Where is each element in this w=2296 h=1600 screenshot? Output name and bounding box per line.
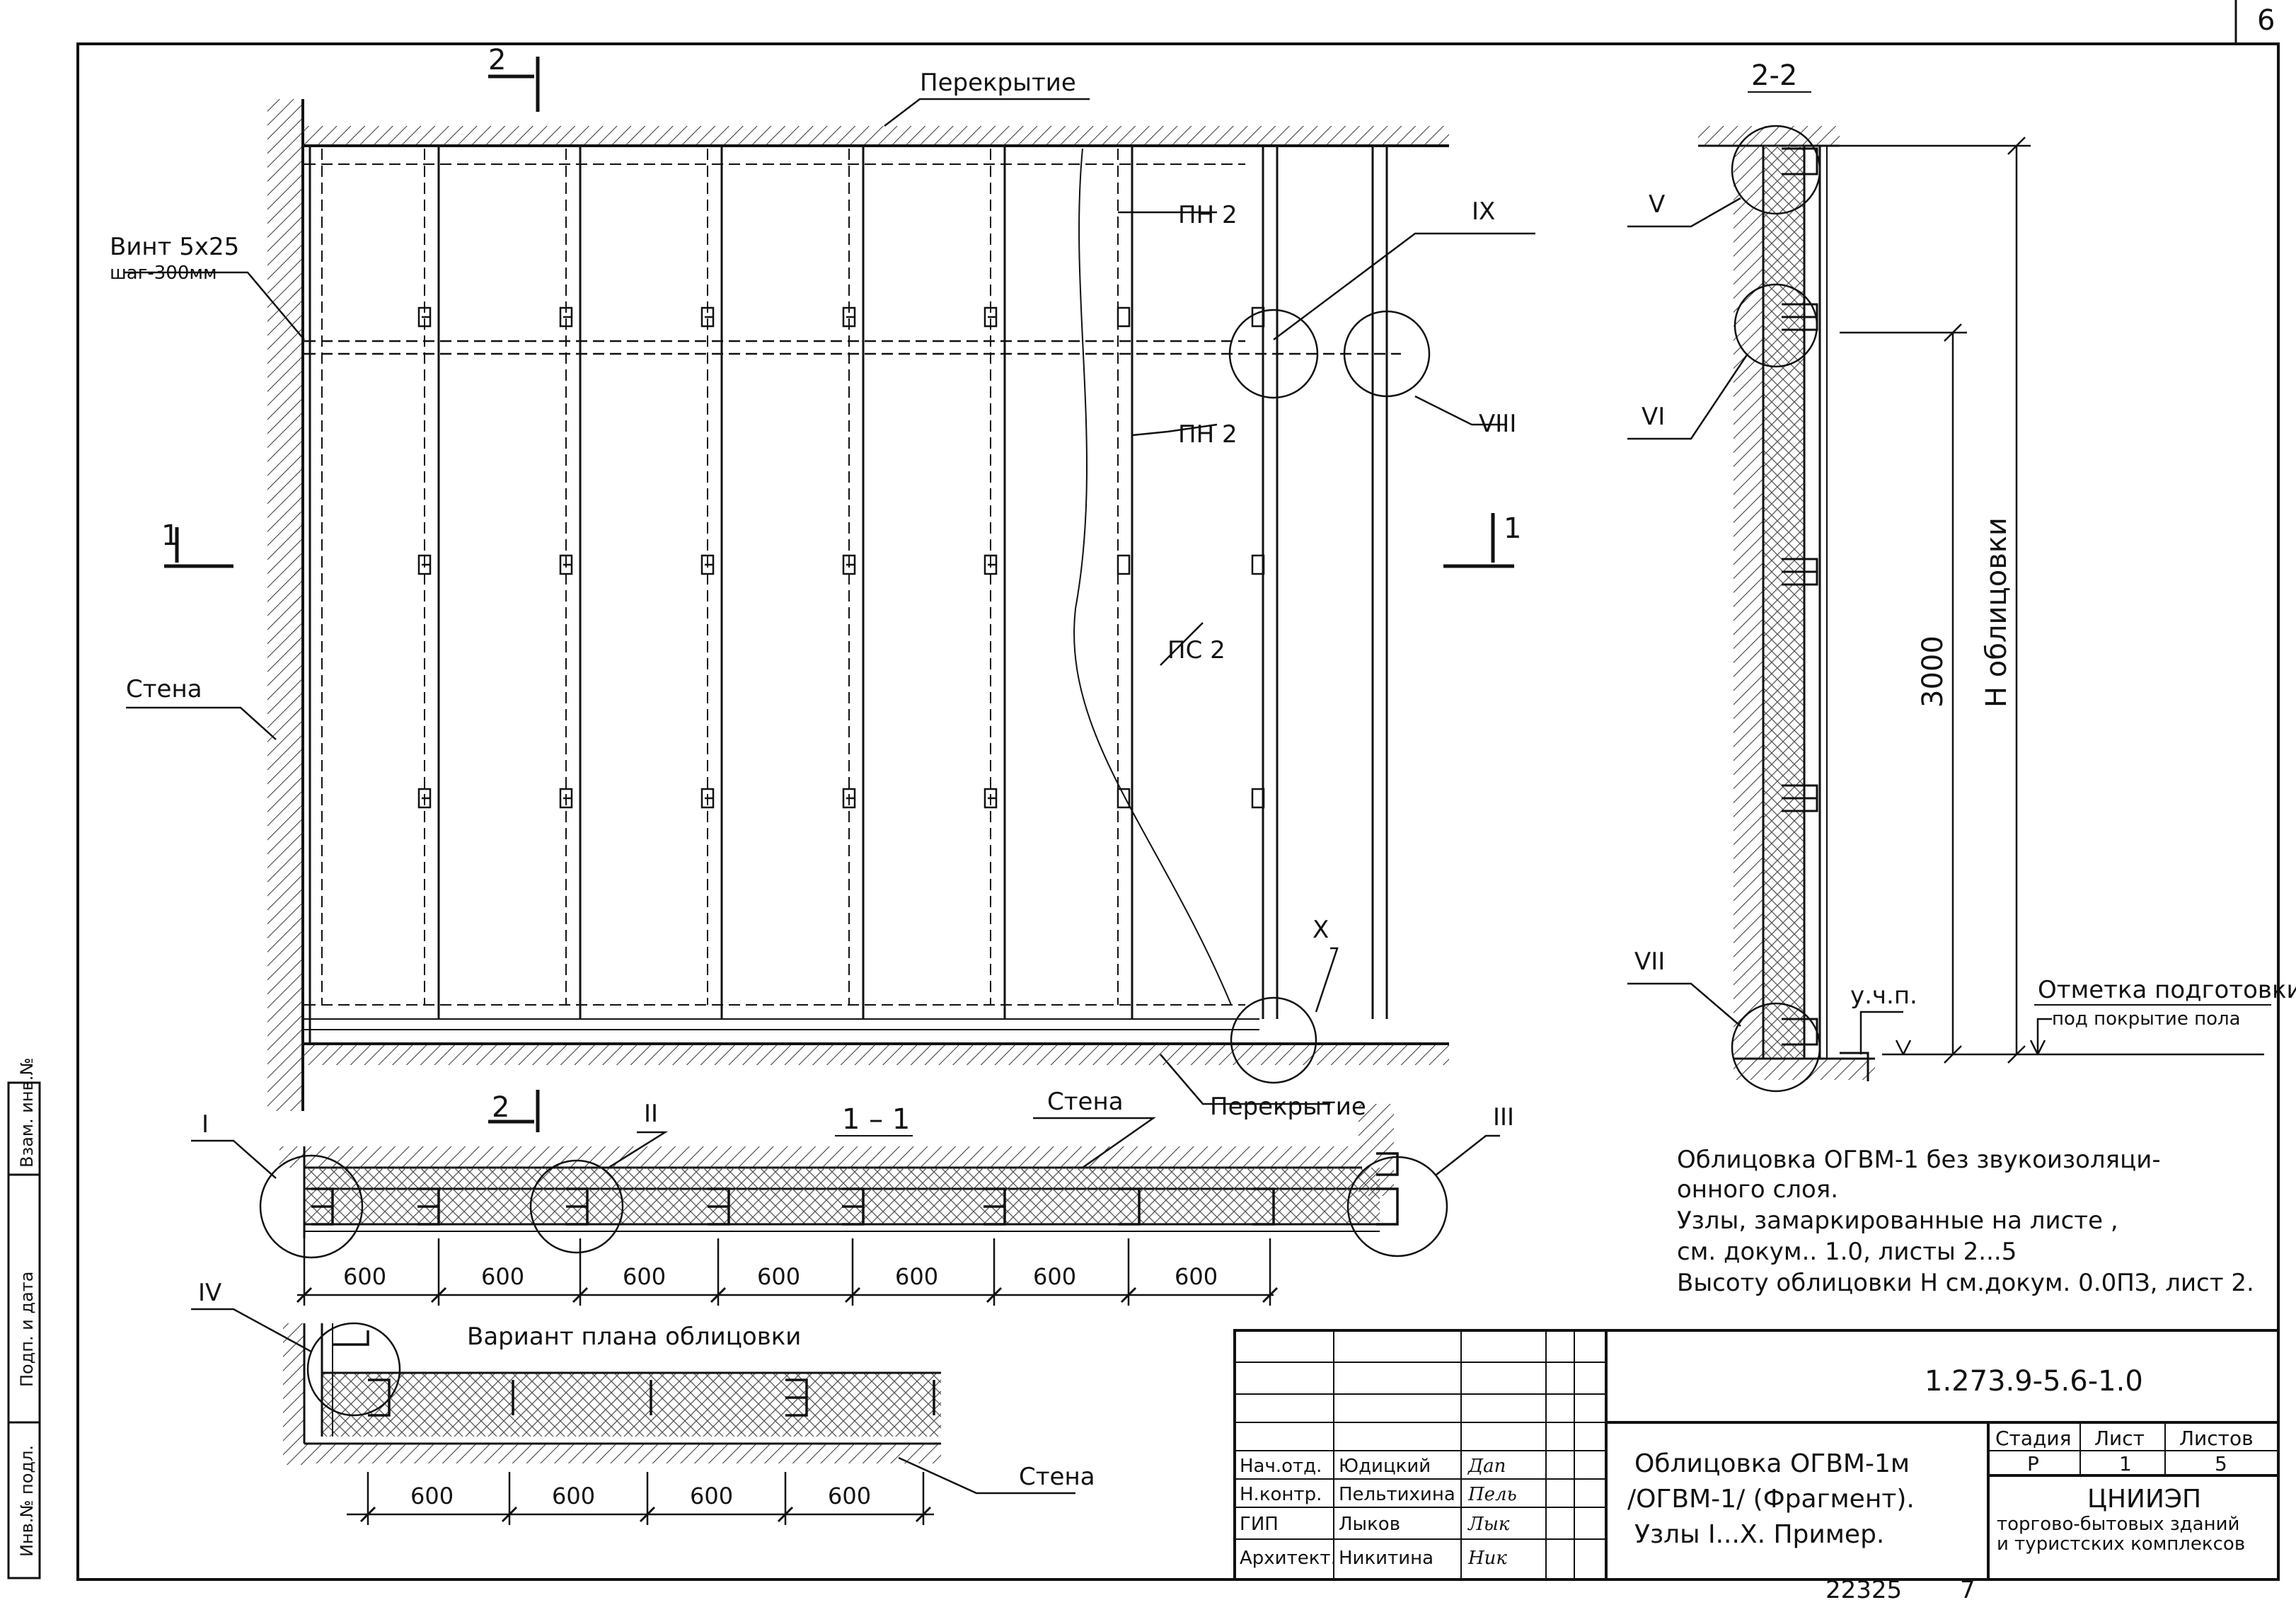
- dim-h-oblitsovki: Н облицовки: [1980, 517, 2013, 708]
- label-screw-line2: шаг-300мм: [110, 263, 217, 284]
- sheets-value: 5: [2215, 1452, 2227, 1475]
- node-circle-viii: [1343, 310, 1431, 398]
- dim-plan-3: 600: [690, 1483, 733, 1509]
- slab-top-hatch: [303, 126, 1449, 146]
- dim-3000: 3000: [1917, 635, 1949, 708]
- org-line3: и туристских комплексов: [1997, 1533, 2245, 1555]
- section-marker-1-left: 1: [161, 519, 179, 552]
- stage-header: Стадия: [1995, 1427, 2071, 1450]
- dim-11-7: 600: [1175, 1263, 1218, 1290]
- node-label-vii: VII: [1634, 948, 1665, 976]
- role-3: ГИП: [1240, 1514, 1279, 1535]
- label-ucp: у.ч.п.: [1850, 982, 1917, 1010]
- label-wall-11: Стена: [1047, 1088, 1124, 1116]
- section-marker-2-bottom: 2: [492, 1091, 509, 1124]
- side-stamp-vzam: Взам. инв.№: [17, 1058, 37, 1168]
- node-label-v: V: [1649, 190, 1665, 219]
- sheet-number-corner: 6: [2257, 4, 2275, 37]
- dim-plan-2: 600: [552, 1483, 595, 1509]
- label-pn2-mid: ПН 2: [1178, 420, 1238, 449]
- name-3: Лыков: [1339, 1514, 1400, 1535]
- side-stamp: Инв.№ подл. Подп. и дата Взам. инв.№: [7, 1058, 41, 1579]
- label-mark-line1: Отметка подготовки: [2038, 976, 2296, 1004]
- doc-title-line1: Облицовка ОГВМ-1м: [1634, 1449, 1910, 1478]
- label-screw-line1: Винт 5x25: [110, 233, 239, 261]
- node-label-viii: VIII: [1479, 410, 1516, 438]
- plan-variant-title: Вариант плана облицовки: [467, 1323, 801, 1351]
- note-line5: Высоту облицовки Н см.докум. 0.0ПЗ, лист…: [1677, 1269, 2254, 1297]
- section-2-2: 2-2 V VI VII: [1627, 59, 2296, 1093]
- name-4: Никитина: [1339, 1548, 1433, 1569]
- node-label-x: X: [1313, 916, 1329, 944]
- section-marker-2-top: 2: [488, 44, 506, 76]
- org-line1: ЦНИИЭП: [2087, 1485, 2201, 1514]
- signatures: Нач.отд. Юдицкий Дап Н.контр. Пельтихина…: [1240, 1456, 1517, 1569]
- label-slab-top: Перекрытие: [920, 69, 1076, 97]
- node-label-iv: IV: [198, 1279, 221, 1307]
- role-2: Н.контр.: [1240, 1484, 1322, 1505]
- main-elevation: Перекрытие Винт 5x25 шаг-300мм ПН 2 ПН 2…: [110, 44, 1535, 1132]
- sheet-value: 1: [2119, 1452, 2132, 1475]
- sheet-frame: [76, 0, 2280, 1581]
- dim-11-4: 600: [757, 1263, 800, 1290]
- node-label-ix: IX: [1472, 197, 1495, 226]
- org-line2: торгово-бытовых зданий: [1997, 1514, 2239, 1535]
- dim-11-5: 600: [895, 1263, 938, 1290]
- label-mark-line2: под покрытие пола: [2052, 1008, 2241, 1030]
- sign-4: Ник: [1467, 1548, 1507, 1569]
- node-label-vi: VI: [1642, 403, 1665, 431]
- sheets-header: Листов: [2179, 1427, 2254, 1450]
- note-line1: Облицовка ОГВМ-1 без звукоизоляци-: [1677, 1146, 2161, 1174]
- plan-variant: Вариант плана облицовки IV Стена: [191, 1279, 1095, 1525]
- footer-number: 22325: [1825, 1576, 1902, 1600]
- node-circle-x: [1230, 996, 1317, 1084]
- dim-11-6: 600: [1033, 1263, 1076, 1290]
- note-line2: онного слоя.: [1677, 1175, 1838, 1204]
- dim-plan-1: 600: [410, 1483, 454, 1509]
- slab-bottom-hatch: [303, 1044, 1449, 1065]
- section-11-title: 1 – 1: [842, 1103, 910, 1136]
- node-label-i: I: [202, 1110, 209, 1139]
- footer-page: 7: [1960, 1576, 1975, 1600]
- node-label-ii: II: [644, 1100, 658, 1128]
- label-wall-main: Стена: [126, 675, 202, 703]
- role-4: Архитект.: [1240, 1548, 1337, 1569]
- sheet-header: Лист: [2094, 1427, 2145, 1450]
- section-22-title: 2-2: [1751, 59, 1797, 92]
- role-1: Нач.отд.: [1240, 1456, 1322, 1477]
- label-ps2: ПС 2: [1167, 636, 1225, 664]
- notes: Облицовка ОГВМ-1 без звукоизоляци- онног…: [1677, 1146, 2254, 1297]
- node-label-iii: III: [1493, 1103, 1514, 1132]
- name-1: Юдицкий: [1339, 1456, 1431, 1477]
- node-circle-ix: [1228, 309, 1319, 399]
- bracket-marks: [417, 306, 1265, 809]
- stage-value: Р: [2027, 1452, 2039, 1475]
- side-stamp-podp: Подп. и дата: [17, 1272, 37, 1388]
- wall-hatch: [267, 99, 303, 1111]
- title-block: [1233, 1329, 2280, 1581]
- label-pn2-top: ПН 2: [1178, 201, 1238, 229]
- sign-2: Пель: [1467, 1484, 1517, 1505]
- side-stamp-inv: Инв.№ подл.: [17, 1445, 37, 1557]
- doc-title-line3: Узлы I...X. Пример.: [1634, 1520, 1884, 1549]
- doc-title-line2: /ОГВМ-1/ (Фрагмент).: [1627, 1485, 1915, 1514]
- label-slab-bottom: Перекрытие: [1210, 1093, 1366, 1121]
- doc-code: 1.273.9-5.6-1.0: [1925, 1365, 2143, 1398]
- section-1-1: 1 – 1 I II: [191, 1088, 1514, 1306]
- note-line3: Узлы, замаркированные на листе ,: [1677, 1207, 2118, 1235]
- name-2: Пельтихина: [1339, 1484, 1455, 1505]
- dim-11-3: 600: [623, 1263, 666, 1290]
- dim-plan-4: 600: [828, 1483, 871, 1509]
- sign-3: Лык: [1467, 1514, 1510, 1535]
- section-marker-1-right: 1: [1504, 512, 1521, 545]
- label-wall-plan: Стена: [1019, 1463, 1095, 1491]
- sign-1: Дап: [1467, 1456, 1506, 1477]
- note-line4: см. докум.. 1.0, листы 2...5: [1677, 1238, 2017, 1266]
- dim-11-2: 600: [481, 1263, 524, 1290]
- dim-11-1: 600: [343, 1263, 386, 1290]
